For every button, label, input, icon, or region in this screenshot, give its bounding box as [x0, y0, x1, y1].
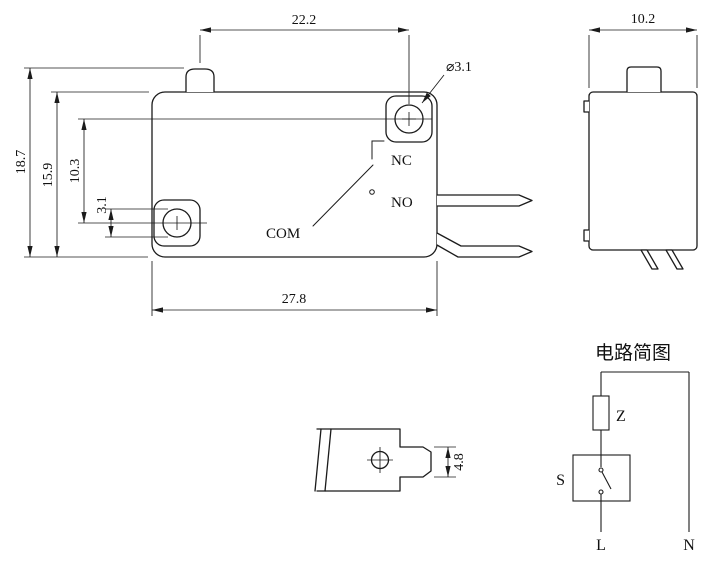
front-view-outline [151, 68, 533, 258]
terminal-upper [436, 194, 533, 207]
dim-bottom-width: 27.8 [282, 292, 307, 307]
front-view: 22.2 ⌀3.1 18.7 15.9 10.3 3.1 [14, 13, 533, 316]
dim-hole-spacing: 10.3 [68, 159, 83, 184]
plunger-button [185, 68, 215, 93]
label-s: S [556, 472, 565, 489]
circuit-diagram: 电路简图 Z S L N [556, 342, 695, 554]
front-view-dimensions: 22.2 ⌀3.1 18.7 15.9 10.3 3.1 [14, 13, 472, 316]
nc-contact [371, 140, 385, 160]
switch-body [151, 91, 438, 258]
terminal-body [316, 428, 432, 492]
side-boss-top [583, 100, 590, 113]
side-terminal-1 [640, 249, 659, 270]
side-view-dimensions: 10.2 [588, 12, 698, 88]
label-z: Z [616, 408, 626, 425]
front-view-labels: NC NO COM [266, 153, 413, 242]
no-contact [369, 189, 375, 195]
dim-hole-size: 3.1 [95, 196, 110, 214]
label-com: COM [266, 226, 300, 242]
terminal-outline [314, 428, 432, 492]
break-line-2 [324, 428, 332, 492]
dim-total-height: 18.7 [14, 150, 29, 175]
side-body [588, 91, 698, 251]
terminal-lower [436, 232, 533, 258]
contact-mechanism [312, 140, 385, 227]
switch-symbol [598, 455, 612, 501]
dim-side-width: 10.2 [631, 12, 656, 27]
label-nc: NC [391, 153, 412, 169]
label-l: L [596, 537, 606, 554]
break-line-1 [314, 428, 322, 492]
side-boss-bottom [583, 229, 590, 242]
side-view-outline [583, 66, 698, 270]
label-no: NO [391, 195, 413, 211]
label-n: N [683, 537, 695, 554]
dim-terminal-width: 4.8 [452, 453, 467, 471]
dim-body-height: 15.9 [41, 163, 56, 188]
contact-lever [312, 164, 374, 227]
resistor-z [592, 395, 610, 431]
dim-hole-diameter: ⌀3.1 [446, 60, 472, 75]
terminal-detail-view: 4.8 [314, 428, 467, 492]
dim-top-width: 22.2 [292, 13, 317, 28]
circuit-title: 电路简图 [595, 342, 671, 364]
side-plunger [626, 66, 662, 93]
terminal-dimensions: 4.8 [434, 446, 467, 478]
side-view: 10.2 [583, 12, 698, 270]
side-terminal-2 [665, 249, 684, 270]
